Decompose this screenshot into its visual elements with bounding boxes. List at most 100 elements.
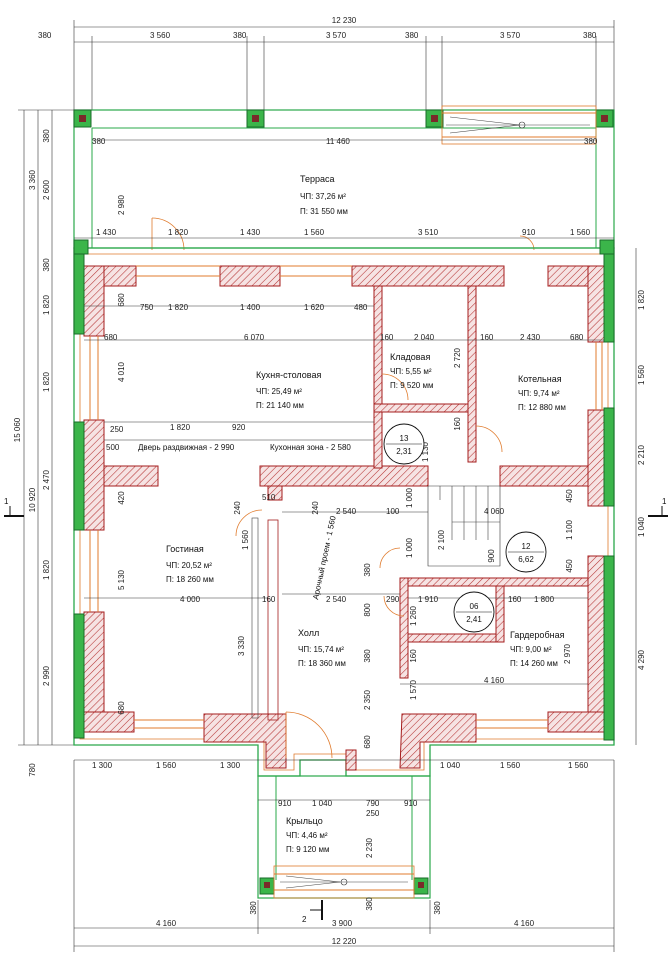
dim-inner: 240 [311,501,320,515]
dim-bottom-total: 12 220 [332,937,357,946]
dim-porch: 1 040 [312,799,333,808]
dim-inner: 160 [480,333,494,342]
dim-inner: 1 570 [409,679,418,700]
dim-inner: 4 160 [484,676,505,685]
dim-right: 2 210 [637,444,646,465]
kitchen-zone-label: Кухонная зона - 2 580 [270,443,351,452]
room-name-wardrobe: Гардеробная [510,630,565,640]
dim-inner: 1 910 [418,595,439,604]
room-perimeter-porch: П: 9 120 мм [286,845,329,854]
room-perimeter-kitchen: П: 21 140 мм [256,401,304,410]
dim-top-seg: 380 [405,31,419,40]
dim-inner: 1 100 [565,519,574,540]
dim-inner: 1 820 [170,423,191,432]
section-marks: 1 1 2 [4,497,668,924]
dim-inner: 2 230 [365,837,374,858]
dim-inner: 6 070 [244,333,265,342]
dim-inner: 1 620 [304,303,325,312]
section-2: 2 [302,915,307,924]
room-perimeter-pantry: П: 9 520 мм [390,381,433,390]
dim-total-width: 12 230 [332,16,357,25]
room-area-pantry: ЧП: 5,55 м² [390,367,432,376]
dim-inner: 380 [363,563,372,577]
dim-left-inner: 380 [42,258,51,272]
dim-row2: 1 430 [96,228,117,237]
dim-inner: 680 [570,333,584,342]
dim-row2: 3 510 [418,228,439,237]
room-labels: Кухня-столовая ЧП: 25,49 м² П: 21 140 мм… [166,352,566,668]
marker-13-num: 13 [400,434,409,443]
dim-inner: 2 540 [336,507,357,516]
section-1-right: 1 [662,497,667,506]
dim-inner: 5 130 [117,569,126,590]
dim-row2: 1 820 [168,228,189,237]
dim-inner: 1 560 [241,529,250,550]
dim-left-inner: 2 600 [42,179,51,200]
room-name-kitchen: Кухня-столовая [256,370,321,380]
dim-row2: 1 560 [304,228,325,237]
dim-inner: 420 [117,491,126,505]
dim-porch: 790 [366,799,380,808]
dim-right: 4 290 [637,649,646,670]
dim-inner: 2 720 [453,347,462,368]
dim-left-outer: 10 920 [28,487,37,512]
dim-inner: 450 [565,559,574,573]
dim-terrace-height: 2 980 [117,194,126,215]
room-area-hall: ЧП: 15,74 м² [298,645,344,654]
dim-inner: 380 [249,901,258,915]
dim-inner: 1 000 [405,487,414,508]
dim-inner: 380 [365,897,374,911]
dim-terrace-inner: 380 [584,137,598,146]
dim-right: 1 560 [637,364,646,385]
dim-bottom-row1: 1 300 [92,761,113,770]
dim-top-seg: 380 [38,31,52,40]
dim-porch: 910 [404,799,418,808]
room-perimeter-wardrobe: П: 14 260 мм [510,659,558,668]
right-dimensions: 1 820 1 560 2 210 1 040 4 290 [635,248,646,745]
room-area-terrace: ЧП: 37,26 м² [300,192,346,201]
dim-inner: 240 [233,501,242,515]
dim-top-seg: 3 570 [500,31,521,40]
dim-inner: 680 [117,293,126,307]
room-area-wardrobe: ЧП: 9,00 м² [510,645,552,654]
dim-inner: 680 [104,333,118,342]
dim-inner: 500 [106,443,120,452]
sliding-door-label: Дверь раздвижная - 2 990 [138,443,235,452]
dim-inner: 250 [366,809,380,818]
room-area-boiler: ЧП: 9,74 м² [518,389,560,398]
dim-inner: 2 970 [563,643,572,664]
dim-right: 1 040 [637,516,646,537]
dim-inner: 160 [508,595,522,604]
dim-inner: 1 820 [168,303,189,312]
row2-dimensions: 1 430 1 820 1 430 1 560 3 510 910 1 560 [74,228,614,239]
dim-inner: 4 010 [117,361,126,382]
room-name-pantry: Кладовая [390,352,430,362]
bottom-dimensions: 1 300 1 560 1 300 1 040 1 560 1 560 4 16… [73,759,615,952]
dim-terrace-inner: 380 [92,137,106,146]
dim-inner: 2 350 [363,689,372,710]
dim-bottom-row3: 4 160 [156,919,177,928]
dim-inner: 680 [363,735,372,749]
room-perimeter-hall: П: 18 360 мм [298,659,346,668]
dim-inner: 510 [262,493,276,502]
dim-left-inner: 2 470 [42,469,51,490]
dim-terrace-inner: 11 460 [326,137,350,146]
dim-inner: 380 [433,901,442,915]
dim-inner: 680 [117,701,126,715]
house-walls [73,239,615,777]
dim-left-inner: 1 820 [42,371,51,392]
dim-left-inner: 1 820 [42,559,51,580]
room-area-living: ЧП: 20,52 м² [166,561,212,570]
section-1-left: 1 [4,497,9,506]
dim-row2: 1 560 [570,228,591,237]
dim-top-seg: 380 [233,31,247,40]
dim-left-outer: 780 [28,763,37,777]
dim-inner: 290 [386,595,400,604]
dim-inner: 800 [363,603,372,617]
marker-12-area: 6,62 [518,555,534,564]
dim-inner: 1 800 [534,595,555,604]
dim-inner: 250 [110,425,124,434]
dim-bottom-row1: 1 560 [500,761,521,770]
room-markers: 13 2,31 12 6,62 06 2,41 [383,423,547,633]
dim-inner: 2 430 [520,333,541,342]
